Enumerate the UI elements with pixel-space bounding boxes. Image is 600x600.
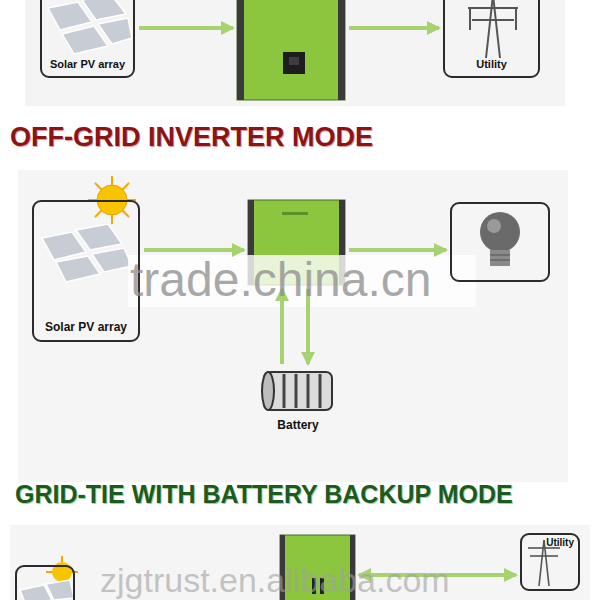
solar-panels — [42, 224, 132, 282]
watermark: trade.china.cn — [130, 256, 432, 304]
light-bulb — [480, 212, 520, 266]
inverter-unit — [237, 0, 345, 100]
utility-box: Utility — [443, 0, 540, 78]
solar-panels — [48, 0, 132, 54]
node-label: Solar PV array — [50, 58, 125, 70]
flow-arrow — [349, 248, 446, 252]
pv-array-box — [15, 565, 75, 600]
flow-arrow — [349, 26, 439, 30]
flow-arrow — [139, 26, 233, 30]
node-label: Utility — [476, 58, 507, 70]
pv-array-box: Solar PV array — [40, 0, 135, 78]
battery-node: Battery — [258, 368, 338, 438]
utility-pylon — [468, 0, 518, 58]
inverter-box — [237, 0, 345, 100]
battery-cylinder — [262, 372, 332, 410]
load-box — [450, 202, 550, 282]
node-label: Utility — [546, 537, 574, 548]
watermark-band — [128, 255, 476, 307]
utility-box: Utility — [520, 533, 580, 591]
node-label: Solar PV array — [45, 320, 127, 334]
pv-array-box: Solar PV array — [32, 200, 140, 342]
watermark: zjgtrust.en.alibaba.com — [100, 563, 450, 597]
mode-heading: OFF-GRID INVERTER MODE — [10, 124, 373, 151]
mode-heading: GRID-TIE WITH BATTERY BACKUP MODE — [15, 482, 513, 507]
section-panel — [18, 170, 568, 482]
flow-arrow — [144, 248, 244, 252]
node-label: Battery — [277, 418, 318, 432]
solar-panels — [20, 580, 74, 600]
